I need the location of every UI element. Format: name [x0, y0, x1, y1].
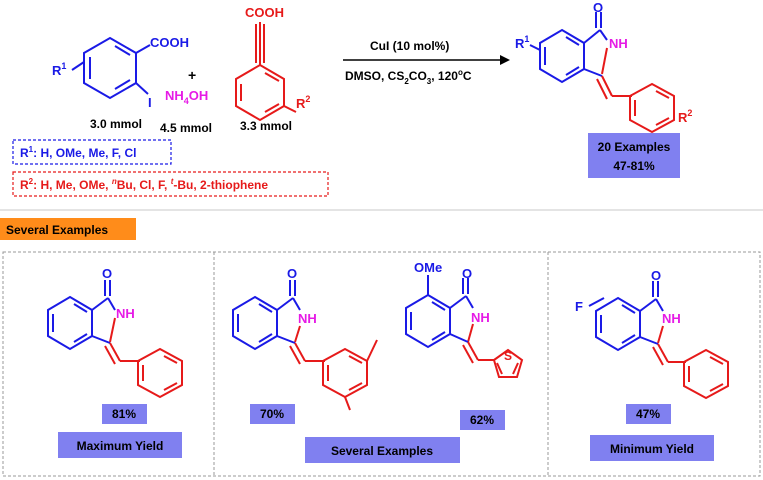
ex4-caption: Minimum Yield: [610, 442, 694, 456]
r2-scope-text: R2: H, Me, OMe, nBu, Cl, F, t-Bu, 2-thio…: [20, 177, 268, 192]
ex4-nh-label: NH: [662, 311, 681, 326]
ex3-ome-label: OMe: [414, 260, 442, 275]
phenylpropiolic-acid: [235, 22, 297, 122]
ex1-caption-box: [58, 432, 182, 458]
ex1-nh-label: NH: [116, 306, 135, 321]
iodo-label: I: [148, 95, 152, 110]
ex3-yield-box: [460, 410, 505, 430]
amount-3: 3.3 mmol: [240, 119, 292, 133]
ex4-f-label: F: [575, 299, 583, 314]
product-r1-label: R1: [515, 34, 529, 51]
r1-scope-text: R1: H, OMe, Me, F, Cl: [20, 145, 136, 160]
mid-caption-box: [305, 437, 460, 463]
ex2-o-label: O: [287, 266, 297, 281]
section-header-bg: [0, 218, 136, 240]
ex2-yield: 70%: [260, 407, 284, 421]
arrow-head: [500, 55, 510, 65]
cooh-label: COOH: [150, 35, 189, 50]
catalyst-label: CuI (10 mol%): [370, 39, 449, 53]
mid-caption: Several Examples: [331, 444, 433, 458]
examples-summary-box: [588, 133, 680, 178]
yield-range: 47-81%: [613, 159, 655, 173]
example-4-structure: [588, 281, 729, 400]
r2-label: R2: [296, 94, 310, 111]
ex4-yield-box: [626, 404, 671, 424]
ex1-yield-box: [102, 404, 147, 424]
examples-panel: [2, 251, 761, 477]
amount-1: 3.0 mmol: [90, 117, 142, 131]
ex1-yield: 81%: [112, 407, 136, 421]
ex1-o-label: O: [102, 266, 112, 281]
section-title: Several Examples: [6, 223, 108, 237]
r1-label: R1: [52, 61, 66, 78]
plus-sign: +: [188, 67, 196, 83]
ex2-yield-box: [250, 404, 295, 424]
product-r2-label: R2: [678, 108, 692, 125]
ex4-yield: 47%: [636, 407, 660, 421]
r2-scope-box: [12, 171, 329, 197]
ex1-caption: Maximum Yield: [77, 439, 164, 453]
ex2-nh-label: NH: [298, 311, 317, 326]
product-nh-label: NH: [609, 36, 628, 51]
example-3-structure: [405, 275, 524, 378]
cooh-label-2: COOH: [245, 5, 284, 20]
conditions-label: DMSO, CS2CO3, 120oC: [345, 68, 472, 86]
ex3-s-label: S: [504, 349, 512, 363]
product-structure: [529, 12, 675, 134]
example-1-structure: [47, 280, 183, 399]
iodobenzoic-acid: [71, 36, 151, 100]
ex3-nh-label: NH: [471, 310, 490, 325]
ex4-caption-box: [590, 435, 714, 461]
ex3-o-label: O: [462, 266, 472, 281]
ex3-yield: 62%: [470, 413, 494, 427]
amount-2: 4.5 mmol: [160, 121, 212, 135]
nh4oh-label: NH4OH: [165, 88, 208, 106]
examples-count: 20 Examples: [598, 140, 671, 154]
r1-scope-box: [12, 139, 172, 165]
example-2-structure: [232, 280, 378, 411]
ex4-o-label: O: [651, 268, 661, 283]
product-o-label: O: [593, 0, 603, 15]
